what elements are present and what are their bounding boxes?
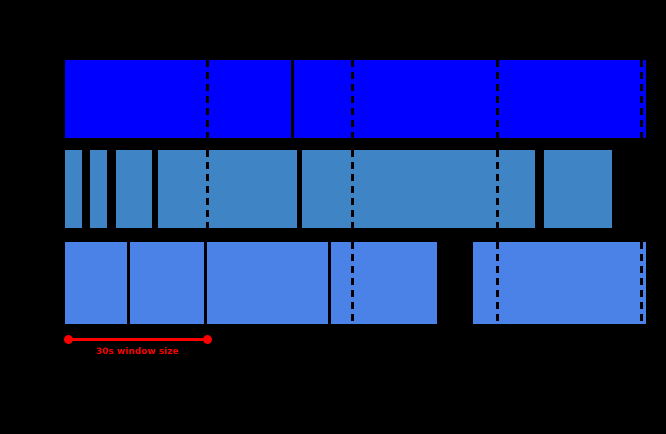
window-size-annotation-endpoint-right <box>203 335 212 344</box>
timeline-track-row-top <box>0 60 666 138</box>
timeline-segment[interactable] <box>90 150 107 228</box>
timeline-segment[interactable] <box>207 242 328 324</box>
window-size-annotation-line <box>68 338 207 341</box>
timeline-segment[interactable] <box>65 242 127 324</box>
timeline-segment[interactable] <box>294 60 646 138</box>
timeline-segment[interactable] <box>331 242 437 324</box>
timeline-track-row-bottom <box>0 242 666 324</box>
timeline-segment[interactable] <box>130 242 204 324</box>
timeline-segment[interactable] <box>116 150 152 228</box>
timeline-segment[interactable] <box>65 150 82 228</box>
window-size-annotation-label: 30s window size <box>96 347 179 357</box>
window-size-annotation-endpoint-left <box>64 335 73 344</box>
timeline-track-row-middle <box>0 150 666 228</box>
timeline-segment[interactable] <box>302 150 535 228</box>
timeline-segment[interactable] <box>158 150 297 228</box>
timeline-segment[interactable] <box>473 242 646 324</box>
timeline-segment[interactable] <box>65 60 291 138</box>
timeline-segment[interactable] <box>544 150 612 228</box>
